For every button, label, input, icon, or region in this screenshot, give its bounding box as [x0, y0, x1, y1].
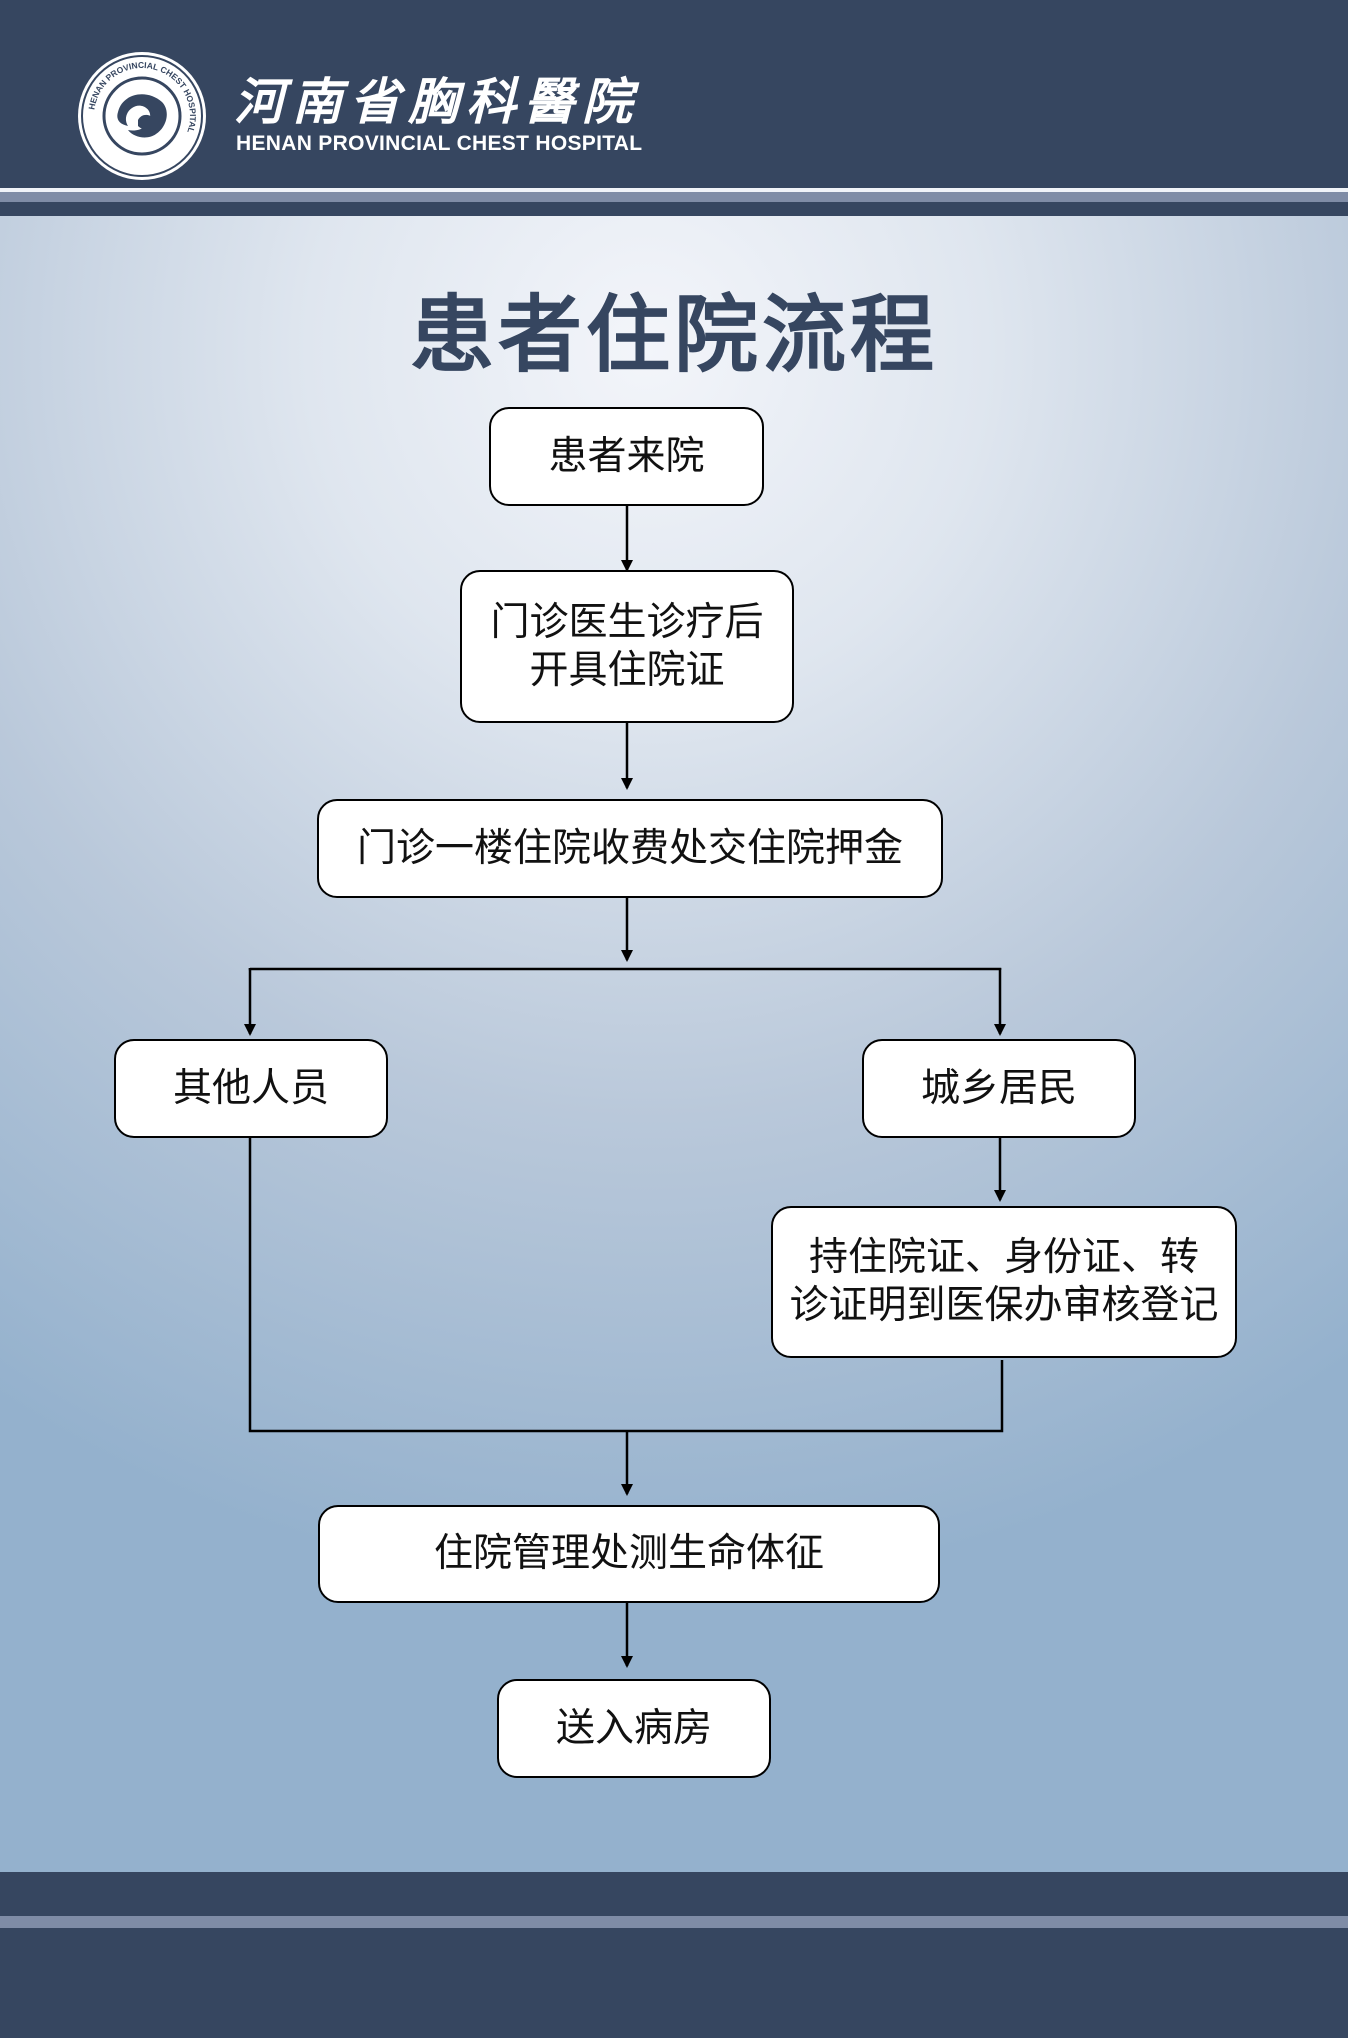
node-vital-signs-label: 住院管理处测生命体征	[433, 1531, 824, 1576]
split-line	[248, 967, 1002, 971]
node-other-persons-label: 其他人员	[172, 1065, 329, 1111]
node-patient-arrives: 患者来院	[489, 407, 764, 506]
node-outpatient-doctor: 门诊医生诊疗后 开具住院证	[460, 570, 794, 723]
node-outpatient-doctor-label: 门诊医生诊疗后 开具住院证	[490, 599, 764, 693]
footer-stripe	[0, 1916, 1348, 1928]
hospital-name-chinese: 河南省胸科醫院	[234, 72, 640, 131]
node-urban-rural-residents: 城乡居民	[862, 1039, 1136, 1138]
node-deposit: 门诊一楼住院收费处交住院押金	[317, 799, 943, 898]
node-insurance-review: 持住院证、身份证、转 诊证明到医保办审核登记	[771, 1206, 1237, 1358]
node-deposit-label: 门诊一楼住院收费处交住院押金	[356, 825, 903, 871]
node-other-persons: 其他人员	[114, 1039, 388, 1138]
header-band	[0, 202, 1348, 216]
header-stripe	[0, 192, 1348, 202]
footer-bar	[0, 1872, 1348, 1916]
node-to-ward-label: 送入病房	[555, 1705, 712, 1751]
page-title: 患者住院流程	[409, 286, 938, 384]
node-to-ward: 送入病房	[497, 1679, 771, 1778]
node-insurance-review-label: 持住院证、身份证、转 诊证明到医保办审核登记	[789, 1235, 1219, 1328]
node-urban-rural-residents-label: 城乡居民	[920, 1065, 1077, 1111]
header-bar	[0, 0, 1348, 188]
node-vital-signs: 住院管理处测生命体征	[318, 1505, 940, 1603]
node-patient-arrives-label: 患者来院	[548, 433, 705, 479]
hospital-name-english: HENAN PROVINCIAL CHEST HOSPITAL	[236, 132, 643, 155]
hospital-logo-icon: HENAN PROVINCIAL CHEST HOSPITAL	[78, 52, 206, 180]
footer-band	[0, 1928, 1348, 2038]
